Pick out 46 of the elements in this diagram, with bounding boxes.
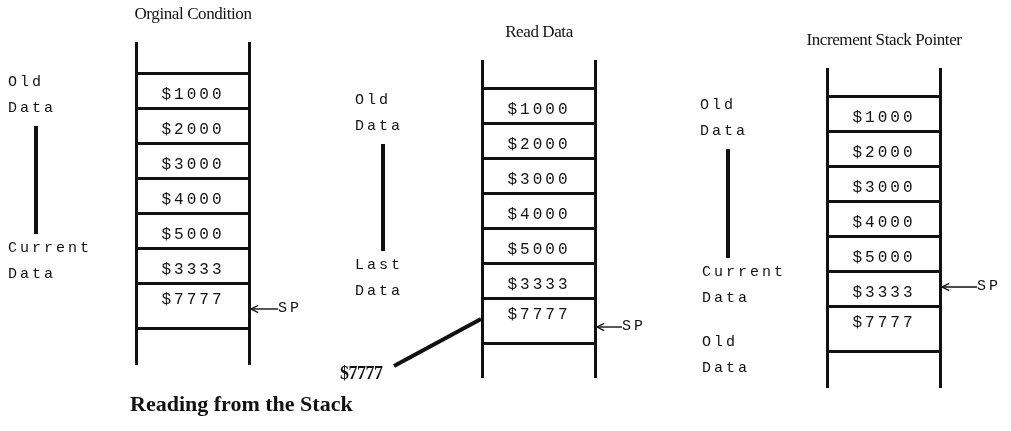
cell-value: $5000: [852, 248, 916, 268]
pointer-arrow: [941, 282, 978, 292]
stack-heading: Increment Stack Pointer: [806, 30, 962, 50]
range-line: [381, 144, 385, 251]
stack-cell: [829, 305, 939, 353]
side-label: Last Data: [355, 253, 435, 305]
side-label: Current Data: [8, 236, 138, 288]
side-label: Old Data: [702, 330, 782, 382]
range-line: [726, 149, 730, 258]
side-label: Old Data: [8, 70, 88, 122]
cell-value: $3000: [161, 155, 225, 175]
side-label: Old Data: [700, 93, 780, 145]
cell-value: $5000: [507, 240, 571, 260]
cell-value: $4000: [161, 190, 225, 210]
side-label: Current Data: [702, 260, 832, 312]
side-label: SP: [278, 296, 318, 322]
cell-value: $1000: [852, 108, 916, 128]
value-label: $7777: [340, 363, 400, 383]
cell-value: $4000: [852, 213, 916, 233]
cell-value: $5000: [161, 225, 225, 245]
cell-value: $2000: [507, 135, 571, 155]
cell-value: $4000: [507, 205, 571, 225]
pointer-arrow: [596, 322, 623, 332]
stack-cell: [484, 297, 594, 345]
caption: Reading from the Stack: [130, 391, 353, 417]
cell-value: $7777: [852, 313, 916, 333]
cell-value: $1000: [507, 100, 571, 120]
side-label: Old Data: [355, 88, 435, 140]
range-line: [34, 126, 38, 234]
cell-value: $1000: [161, 85, 225, 105]
cell-value: $2000: [161, 120, 225, 140]
side-label: SP: [977, 274, 1009, 300]
cell-value: $3333: [161, 260, 225, 280]
pointer-arrow: [250, 304, 279, 314]
leader-line: [393, 317, 482, 368]
cell-value: $3000: [507, 170, 571, 190]
cell-value: $3333: [507, 275, 571, 295]
stack-heading: Orginal Condition: [134, 4, 252, 24]
stack-heading: Read Data: [505, 22, 573, 42]
cell-value: $7777: [507, 305, 571, 325]
stack-cell: [138, 282, 248, 330]
cell-value: $3000: [852, 178, 916, 198]
cell-value: $2000: [852, 143, 916, 163]
cell-value: $3333: [852, 283, 916, 303]
side-label: SP: [622, 314, 662, 340]
cell-value: $7777: [161, 290, 225, 310]
